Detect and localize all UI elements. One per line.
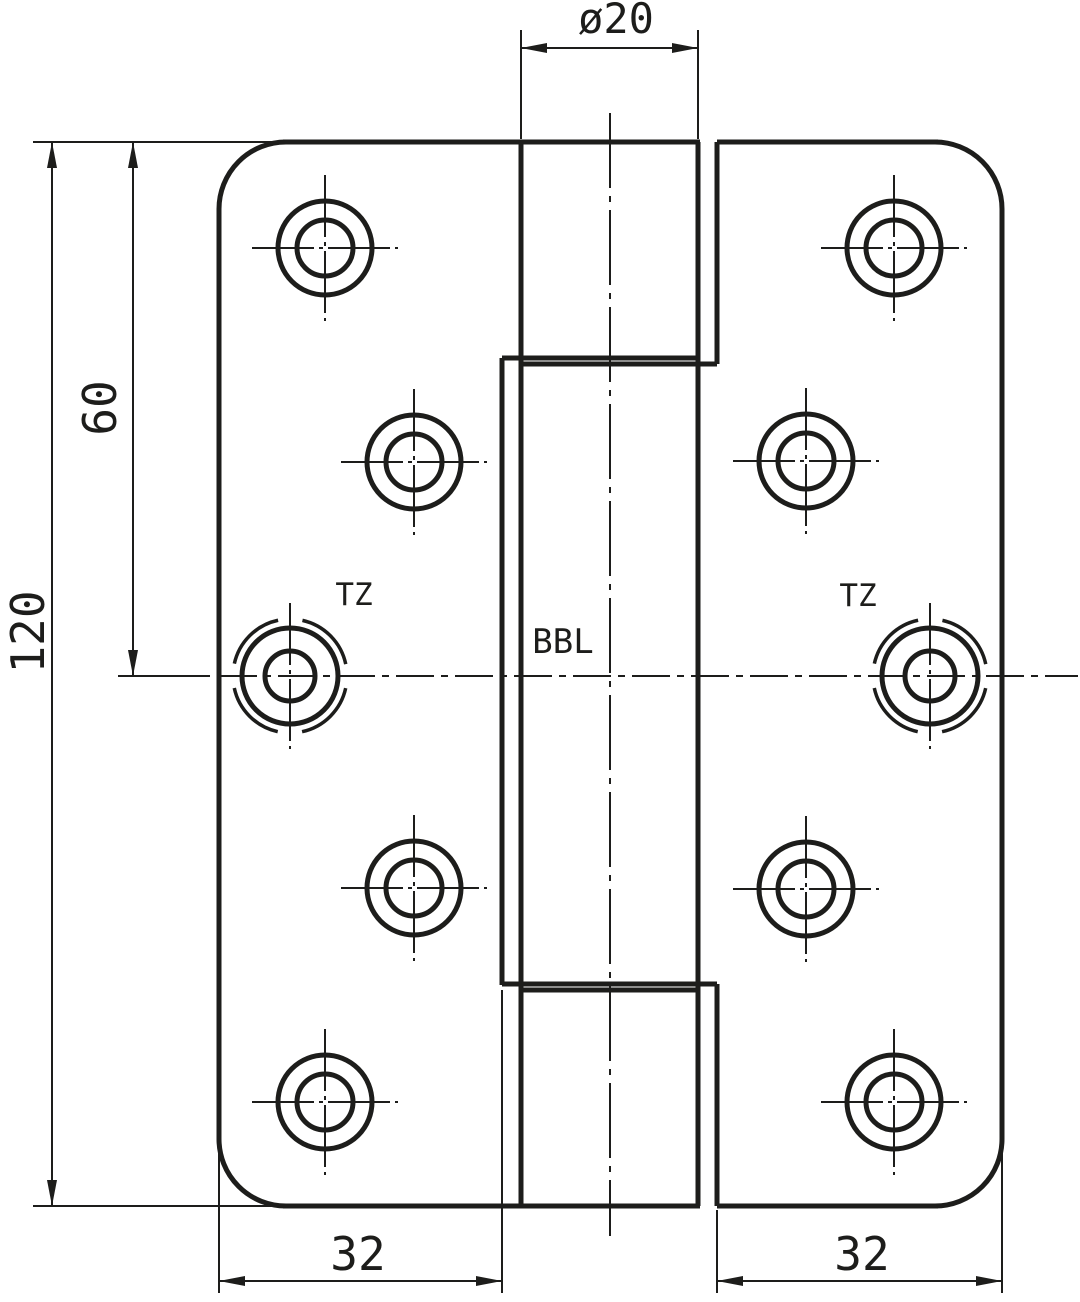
arrowhead-icon bbox=[47, 142, 57, 168]
centerlines bbox=[118, 113, 1078, 1236]
screw-hole bbox=[733, 388, 879, 534]
dimension-text-barrel-diameter: ø20 bbox=[578, 0, 654, 43]
arrowhead-icon bbox=[672, 43, 698, 53]
dimension-pivot-offset: 60 bbox=[73, 142, 138, 676]
dimension-overall-height: 120 bbox=[1, 141, 282, 1207]
screw-hole bbox=[821, 175, 967, 321]
screw-hole bbox=[821, 1029, 967, 1175]
arrowhead-icon bbox=[219, 1276, 245, 1286]
arrowhead-icon bbox=[976, 1276, 1002, 1286]
barrel-bbl-label: BBL bbox=[532, 622, 593, 662]
arrowhead-icon bbox=[476, 1276, 502, 1286]
arrowhead-icon bbox=[717, 1276, 743, 1286]
dimension-text-pivot-offset: 60 bbox=[73, 380, 127, 435]
dimension-left-plate-width: 32 bbox=[218, 990, 503, 1293]
left-plate-outer-edge bbox=[216, 139, 287, 1209]
part-labels: TZ TZ BBL bbox=[335, 577, 876, 662]
screw-hole bbox=[252, 175, 398, 321]
left-plate-tz-label: TZ bbox=[335, 577, 372, 613]
hinge-outline bbox=[216, 139, 1005, 1209]
right-plate-outer-edge bbox=[934, 139, 1005, 1209]
arrowhead-icon bbox=[521, 43, 547, 53]
dimension-barrel-diameter: ø20 bbox=[520, 0, 699, 139]
arrowhead-icon bbox=[128, 142, 138, 168]
screw-hole bbox=[341, 389, 487, 535]
screw-hole bbox=[252, 1029, 398, 1175]
arrowhead-icon bbox=[128, 650, 138, 676]
right-plate bbox=[714, 139, 1005, 1209]
dimension-text-left-offset: 32 bbox=[330, 1227, 385, 1281]
dimension-text-overall-height: 120 bbox=[1, 590, 55, 673]
screw-hole bbox=[341, 815, 487, 961]
left-plate bbox=[216, 139, 700, 1209]
right-plate-tz-label: TZ bbox=[839, 578, 876, 614]
screw-hole bbox=[733, 816, 879, 962]
dimension-text-right-offset: 32 bbox=[834, 1227, 889, 1281]
arrowhead-icon bbox=[47, 1180, 57, 1206]
dimension-right-plate-width: 32 bbox=[716, 1145, 1003, 1293]
hinge-barrel bbox=[499, 142, 717, 1206]
